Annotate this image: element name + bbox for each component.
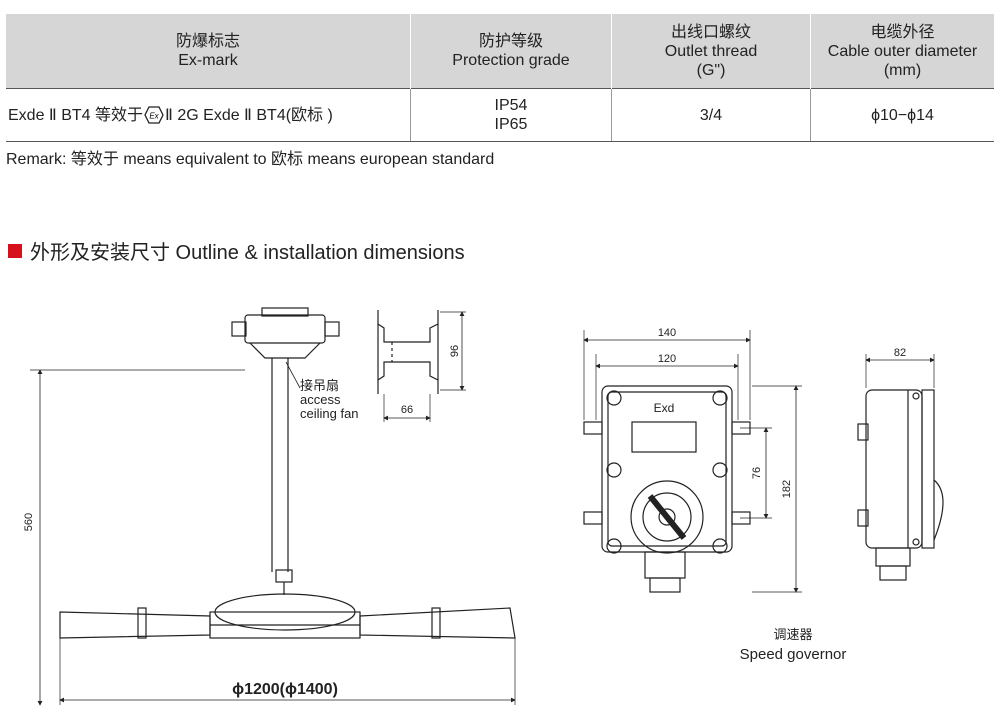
governor-window — [631, 421, 697, 453]
side-knob — [933, 479, 944, 541]
header-protection-en: Protection grade — [452, 52, 570, 69]
fan-box-gland-left — [231, 321, 247, 337]
governor-knob-center — [658, 508, 676, 526]
governor-label-cn: 调速器 — [773, 627, 812, 642]
fan-blade-left — [59, 611, 211, 639]
section-marker-icon — [8, 243, 22, 258]
governor-bolt-6 — [712, 538, 728, 554]
governor-bolt-2 — [712, 390, 728, 406]
header-outlet-en: Outlet thread — [664, 42, 758, 60]
side-ear-bottom — [857, 509, 869, 527]
remark-text: Remark: 等效于 means equivalent to 欧标 means… — [6, 151, 495, 168]
governor-bolt-5 — [606, 538, 622, 554]
side-bolt-top — [912, 392, 920, 400]
side-cover — [921, 389, 935, 549]
governor-bolt-3 — [606, 462, 622, 478]
governor-height-text: 182 — [781, 480, 793, 498]
section-heading: 外形及安装尺寸 Outline & installation dimension… — [8, 236, 465, 265]
fan-box-gland-right — [324, 321, 340, 337]
cell-outlet-thread: 3/4 — [611, 88, 811, 142]
header-outlet-thread: 出线口螺纹 Outlet thread (G") — [611, 14, 811, 89]
governor-knob-ring — [630, 480, 704, 554]
fan-box-top — [261, 307, 309, 317]
fan-label-en-1: access — [300, 392, 341, 407]
governor-side-drawing — [857, 354, 944, 581]
governor-mid-text: 76 — [751, 467, 763, 479]
side-ear-top — [857, 423, 869, 441]
spec-table: 防爆标志 Ex-mark 防护等级 Protection grade 出线口螺纹… — [6, 14, 994, 142]
fan-blade-clamp-right — [431, 607, 441, 639]
governor-bolt-1 — [606, 390, 622, 406]
header-protection-cn: 防护等级 — [478, 33, 543, 50]
ceiling-fan-drawing — [30, 307, 516, 706]
fan-box-base — [249, 342, 321, 359]
governor-panel-text: Exd — [654, 401, 675, 415]
header-cable-unit: (mm) — [883, 61, 922, 79]
technical-drawing: 接吊扇 access ceiling fan 560 ϕ1200(ϕ1400) … — [23, 307, 944, 706]
governor-ear-left-bottom — [583, 511, 603, 525]
header-ex-mark-en: Ex-mark — [178, 52, 238, 69]
header-ex-mark: 防爆标志 Ex-mark — [6, 14, 411, 89]
side-gland — [875, 547, 911, 567]
governor-knob-handle — [647, 494, 687, 540]
governor-ear-left-top — [583, 421, 603, 435]
protection-ip65: IP65 — [494, 116, 528, 133]
governor-gland — [644, 551, 686, 579]
governor-width-inner-text: 120 — [658, 353, 676, 365]
fan-label-cn: 接吊扇 — [300, 378, 339, 393]
governor-front-drawing — [583, 330, 802, 593]
fan-height-dim-text: 560 — [23, 513, 35, 531]
side-width-text: 82 — [894, 347, 906, 359]
header-outlet-unit: (G") — [696, 61, 726, 79]
fan-junction-box — [244, 314, 326, 344]
header-cable-en: Cable outer diameter — [827, 42, 978, 60]
header-outlet-cn: 出线口螺纹 — [670, 23, 751, 41]
cell-protection-grade: IP54 IP65 — [410, 88, 612, 142]
svg-text:Ex: Ex — [149, 112, 159, 121]
bracket-bottom — [377, 361, 439, 394]
side-bolt-bottom — [912, 538, 920, 546]
bracket-height-dim-text: 96 — [449, 345, 461, 357]
fan-label-leader — [285, 361, 301, 389]
governor-body-inner — [607, 391, 727, 547]
governor-bolt-4 — [712, 462, 728, 478]
governor-width-outer-text: 140 — [658, 327, 676, 339]
protection-ip54: IP54 — [494, 97, 528, 114]
cell-cable-diameter: ϕ10−ϕ14 — [810, 88, 994, 142]
ex-hexagon-icon: Ex — [144, 106, 164, 124]
side-body — [865, 389, 923, 549]
fan-blade-clamp-left — [137, 607, 147, 639]
fan-diameter-dim-text: ϕ1200(ϕ1400) — [232, 681, 338, 698]
cell-ex-mark: Exde Ⅱ BT4 等效于 Ex Ⅱ 2G Exde Ⅱ BT4(欧标 ) — [6, 88, 411, 142]
header-ex-mark-cn: 防爆标志 — [175, 33, 240, 50]
header-protection-grade: 防护等级 Protection grade — [410, 14, 612, 89]
bracket-drawing — [377, 310, 466, 422]
ex-mark-text-2: Ⅱ 2G Exde Ⅱ BT4(欧标 ) — [165, 106, 333, 124]
bracket-width-dim-text: 66 — [401, 404, 413, 416]
ex-mark-text-1: Exde Ⅱ BT4 等效于 — [8, 106, 144, 124]
spec-table-header: 防爆标志 Ex-mark 防护等级 Protection grade 出线口螺纹… — [6, 14, 994, 89]
bracket-top — [377, 310, 439, 343]
header-cable-cn: 电缆外径 — [870, 23, 935, 41]
header-cable-diameter: 电缆外径 Cable outer diameter (mm) — [810, 14, 994, 89]
section-title-text: 外形及安装尺寸 Outline & installation dimension… — [30, 242, 465, 264]
fan-rod-clamp — [275, 569, 293, 583]
governor-knob-outer — [642, 492, 692, 542]
governor-label-en: Speed governor — [740, 646, 847, 663]
spec-table-row: Exde Ⅱ BT4 等效于 Ex Ⅱ 2G Exde Ⅱ BT4(欧标 ) IP5… — [6, 88, 994, 142]
fan-label-en-2: ceiling fan — [300, 406, 359, 421]
governor-gland-nut — [649, 577, 681, 593]
fan-blade-right — [359, 607, 516, 639]
side-gland-nut — [879, 565, 907, 581]
